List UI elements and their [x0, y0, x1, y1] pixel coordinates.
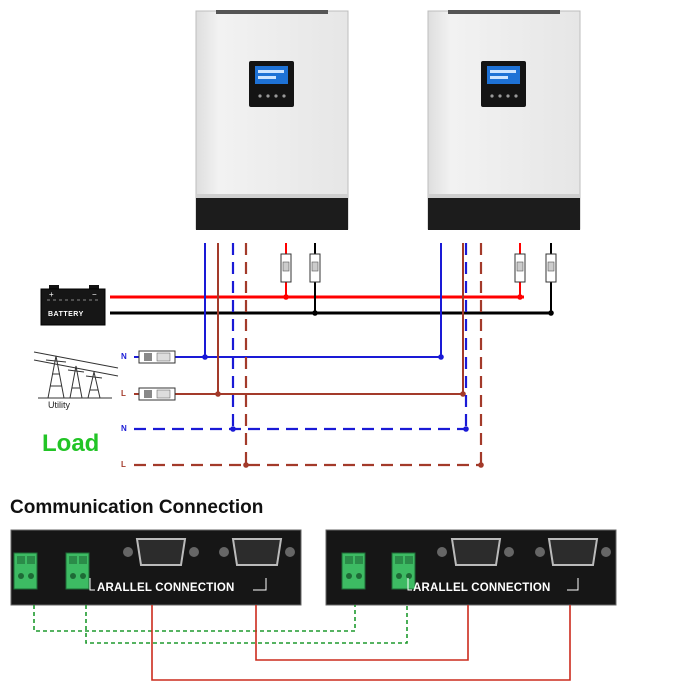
power-tower-icon: [33, 351, 119, 399]
communication-title: Communication Connection: [10, 497, 264, 518]
dc-wires: [110, 243, 554, 316]
battery-label: BATTERY: [48, 311, 84, 318]
load-neutral-label: N: [121, 424, 127, 433]
green-terminal-block-icon: [13, 552, 90, 590]
svg-text:+: +: [49, 290, 54, 299]
parallel-connection-label-1: ARALLEL CONNECTION: [97, 582, 235, 594]
ac-breaker-icon: [138, 350, 176, 401]
green-terminal-block-icon: [341, 552, 416, 590]
inverter-unit-1: [195, 10, 349, 230]
inverter-unit-2: [427, 10, 581, 230]
utility-label: Utility: [48, 400, 70, 410]
lcd-display-1: [249, 61, 294, 107]
breaker-icon: [280, 253, 557, 283]
load-live-label: L: [121, 460, 126, 469]
comm-panel-1: [10, 529, 302, 606]
utility-live-label: L: [121, 389, 126, 398]
current-share-cables: [33, 605, 408, 644]
battery-icon: + −: [40, 285, 106, 326]
parallel-connection-label-2: ARALLEL CONNECTION: [413, 582, 551, 594]
ac-output-wires: [134, 243, 484, 468]
comm-panel-2: [325, 529, 617, 606]
ac-input-wires: [134, 243, 466, 397]
svg-text:−: −: [92, 290, 97, 299]
parallel-cables: [151, 605, 571, 681]
db15-port-icon: [123, 538, 295, 566]
load-label: Load: [42, 430, 100, 457]
db15-port-icon: [437, 538, 611, 566]
lcd-display-2: [481, 61, 526, 107]
utility-neutral-label: N: [121, 352, 127, 361]
